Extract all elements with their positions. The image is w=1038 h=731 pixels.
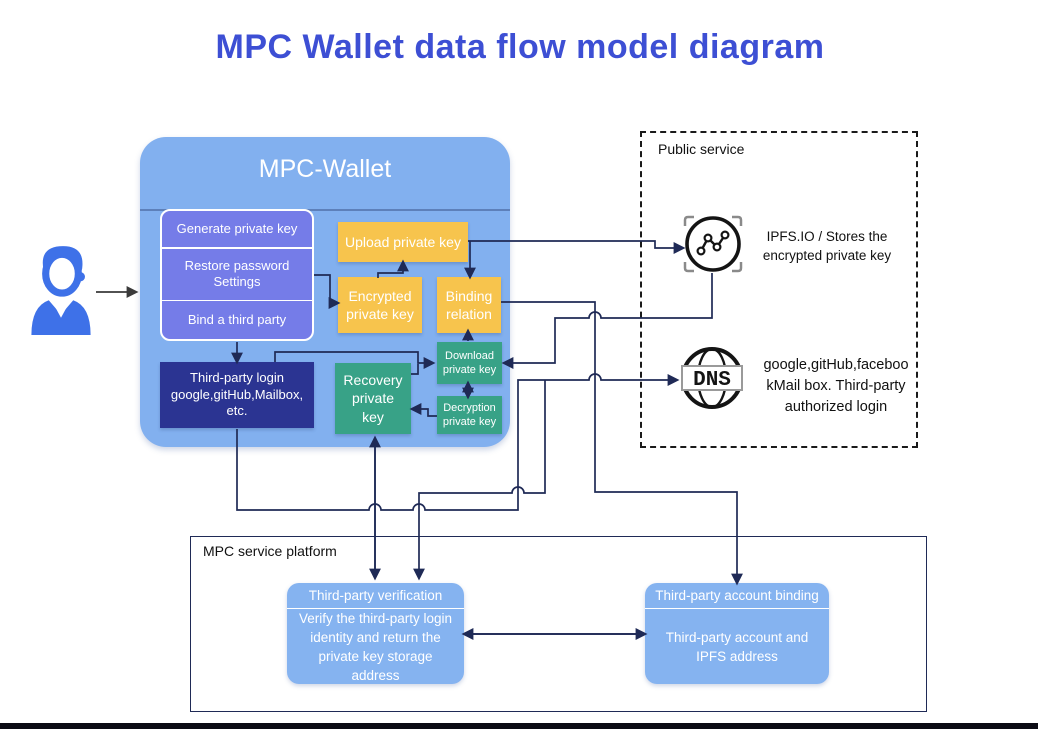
- dns-globe-icon: DNS: [681, 347, 743, 409]
- svg-text:DNS: DNS: [693, 369, 731, 392]
- mpc-service-platform-label: MPC service platform: [203, 543, 337, 559]
- restore-password-box: Restore password Settings: [184, 257, 290, 289]
- dns-description: google,gitHub,faceboo kMail box. Third-p…: [763, 357, 909, 416]
- mpc-wallet-title: MPC-Wallet: [258, 155, 392, 183]
- person-user-icon: [31, 246, 91, 335]
- binding-relation-box: Binding relation: [437, 277, 501, 333]
- ipfs-description: IPFS.IO / Stores the encrypted private k…: [762, 229, 892, 263]
- wallet-header-divider: [140, 209, 510, 211]
- generate-private-key-box: Generate private key: [176, 220, 298, 236]
- ipfs-network-icon: [683, 215, 743, 273]
- third-party-login-box: Third-party login google,gitHub,Mailbox,…: [160, 362, 314, 428]
- upload-private-key-box: Upload private key: [338, 222, 468, 262]
- encrypted-private-key-box: Encrypted private key: [338, 277, 422, 333]
- verification-body: Verify the third-party login identity an…: [298, 611, 453, 683]
- stack-divider: [162, 247, 312, 249]
- bottom-border-bar: [0, 723, 1038, 729]
- key-management-stack: Generate private key Restore password Se…: [160, 209, 314, 341]
- stack-divider: [162, 299, 312, 301]
- recovery-private-key-box: Recovery private key: [335, 363, 411, 434]
- third-party-account-binding-box: Third-party account binding Third-party …: [645, 583, 829, 684]
- account-binding-body: Third-party account and IPFS address: [665, 630, 809, 664]
- decryption-private-key-box: Decryption private key: [437, 396, 502, 434]
- third-party-verification-box: Third-party verification Verify the thir…: [287, 583, 464, 684]
- bind-third-party-box: Bind a third party: [187, 311, 287, 327]
- page-title: MPC Wallet data flow model diagram: [215, 28, 825, 66]
- download-private-key-box: Download private key: [437, 342, 502, 384]
- verification-header: Third-party verification: [287, 583, 464, 609]
- public-service-label: Public service: [658, 141, 745, 157]
- account-binding-header: Third-party account binding: [645, 583, 829, 609]
